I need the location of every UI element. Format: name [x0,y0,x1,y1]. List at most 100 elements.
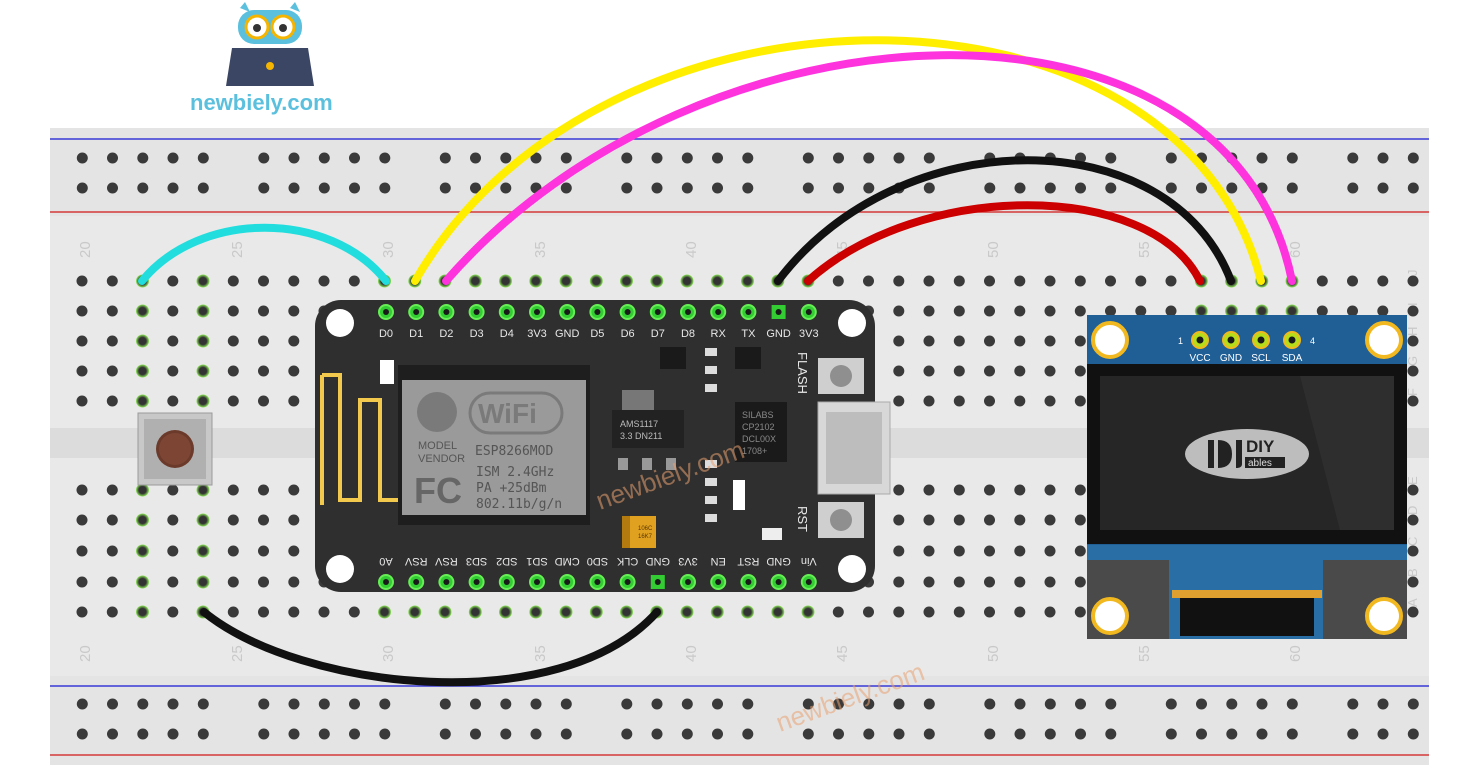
terminal-hole [680,274,694,288]
brand-logo [226,2,314,86]
terminal-hole [1347,305,1358,317]
rail-hole [560,152,572,164]
rail-hole [560,728,572,740]
terminal-hole [589,274,603,288]
rail-hole [1165,728,1177,740]
terminal-hole [196,483,210,497]
terminal-hole [76,576,88,588]
rail-hole [651,152,663,164]
esp-bottom-pin-label: GND [646,555,671,567]
module-vendor-label: VENDOR [418,453,465,465]
esp-bottom-pin-label: CMD [555,555,580,567]
rail-hole [802,728,814,740]
rail-hole [318,698,330,710]
rail-hole [984,728,996,740]
rail-hole [893,152,905,164]
terminal-hole [288,484,300,496]
terminal-hole [106,365,118,377]
esp-bottom-pin-label: EN [711,555,726,567]
terminal-hole [196,575,210,589]
esp-top-pin-label: D1 [409,328,423,340]
terminal-hole [136,513,149,527]
rail-hole [621,182,633,194]
rail-hole [802,152,814,164]
push-button[interactable] [137,412,213,486]
terminal-hole [710,605,724,619]
capacitor-line1: 106C [638,526,653,532]
terminal-hole [1225,304,1238,318]
terminal-hole [893,576,905,588]
terminal-hole [167,545,179,557]
terminal-hole [984,545,995,557]
terminal-hole [923,484,935,496]
rail-hole [349,182,360,194]
terminal-hole [953,514,965,526]
esp-bottom-pin-label: CLK [616,555,638,567]
column-number-bottom: 60 [1287,645,1304,662]
terminal-hole [953,484,965,496]
rail-hole [863,698,875,710]
rail-hole [470,728,481,740]
oled-pin-first: 1 [1178,336,1183,346]
terminal-hole [893,395,905,407]
wifi-logo: WiFi [478,398,537,429]
rail-hole [802,182,814,194]
terminal-hole [258,335,269,347]
terminal-hole [1407,305,1419,317]
oled-pin-last: 4 [1310,336,1315,346]
esp-top-pin-label: D0 [379,328,393,340]
esp-bottom-pin-label: SD0 [587,555,608,567]
terminal-hole [1074,514,1086,526]
terminal-hole [1074,395,1086,407]
rail-hole [288,152,300,164]
terminal-hole [1014,275,1026,287]
rail-hole [1105,152,1117,164]
rail-hole [107,728,118,740]
rail-hole [681,728,693,740]
usb-chip-line3: DCL00X [742,434,776,444]
rail-hole [1347,152,1359,164]
module-pa: PA +25dBm [476,481,547,496]
column-number-top: 35 [532,241,549,258]
terminal-hole [923,576,935,588]
rail-hole [500,728,512,740]
wire-teal-button [138,223,390,285]
terminal-hole [984,275,995,287]
terminal-hole [196,513,210,527]
terminal-hole [984,576,995,588]
terminal-hole [1044,365,1056,377]
column-number-bottom: 35 [532,645,549,662]
terminal-hole [984,365,995,377]
rail-hole [681,698,693,710]
rail-hole [1377,152,1389,164]
terminal-hole [1316,275,1328,287]
esp-bottom-pin-label: RST [737,555,759,567]
rail-hole [530,698,542,710]
oled-display: DIY ables 1 4 [1087,315,1407,639]
rail-hole [1407,182,1419,194]
oled-logo-sub: ables [1248,458,1272,469]
terminal-hole [923,514,935,526]
terminal-hole [923,335,935,347]
column-number-bottom: 50 [985,645,1002,662]
esp-top-pin-label: D7 [651,328,665,340]
terminal-hole [76,335,88,347]
rst-button[interactable] [818,502,864,538]
flash-button[interactable] [818,358,864,394]
terminal-hole [923,545,935,557]
terminal-hole [1165,305,1177,317]
rail-hole [379,152,391,164]
terminal-hole [167,606,179,618]
terminal-hole [258,365,269,377]
terminal-hole [468,274,482,288]
terminal-hole [1044,576,1056,588]
terminal-hole [893,545,905,557]
terminal-hole [893,335,905,347]
terminal-hole [76,545,88,557]
rail-hole [742,728,754,740]
wire-magenta-sda [442,51,1296,285]
terminal-hole [832,275,844,287]
terminal-hole [258,576,269,588]
terminal-hole [1074,484,1086,496]
terminal-hole [76,275,88,287]
